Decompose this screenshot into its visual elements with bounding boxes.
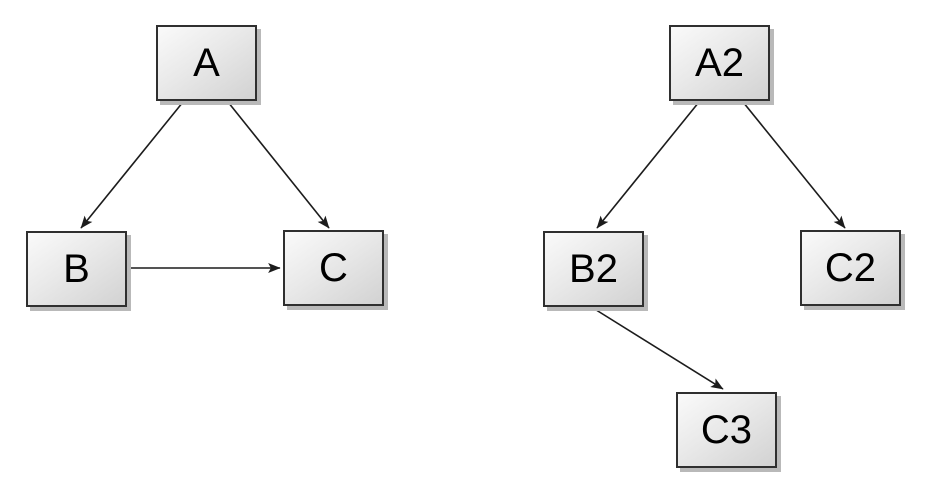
edge-A-to-B arrow [80,101,184,229]
node-B[interactable]: B [26,231,127,307]
node-C3-label: C3 [700,407,753,452]
node-B2-label: B2 [569,246,618,291]
node-B2[interactable]: B2 [543,231,644,307]
node-C-label: C [319,245,348,290]
node-C2-label: C2 [824,245,877,290]
node-A[interactable]: A [156,25,257,101]
node-A2[interactable]: A2 [669,25,770,101]
node-C3[interactable]: C3 [676,392,777,468]
node-A-label: A [193,40,220,85]
node-C[interactable]: C [283,230,384,306]
node-B-label: B [63,246,90,291]
edge-A2-to-C2 arrow [742,101,846,229]
edge-A-to-C arrow [227,101,330,229]
node-A2-label: A2 [695,40,744,85]
node-C2[interactable]: C2 [800,230,901,306]
edge-B2-to-C3 arrow [592,307,724,390]
edge-A2-to-B2 arrow [596,101,700,229]
